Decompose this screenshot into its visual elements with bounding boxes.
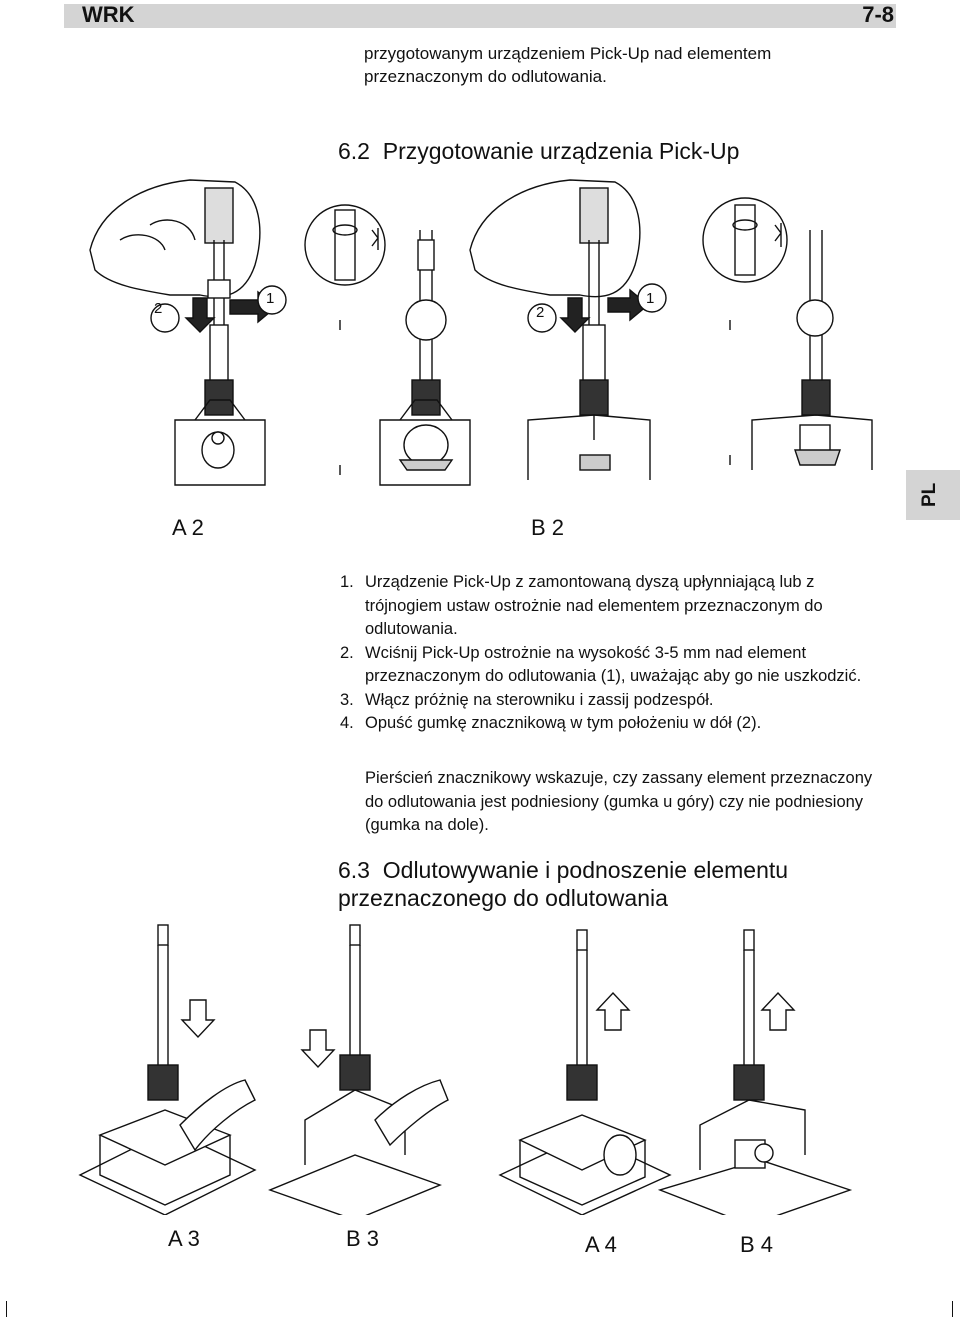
step-item: 4.Opuść gumkę znacznikową w tym położeni… (340, 714, 762, 732)
section-title: Przygotowanie urządzenia Pick-Up (382, 138, 740, 164)
figure-label-a2: A 2 (172, 515, 204, 540)
figure-label-b4: B 4 (740, 1232, 774, 1257)
page-number: 7-8 (862, 2, 894, 27)
marker-ring-note: Pierścień znacznikowy wskazuje, czy zass… (365, 769, 873, 834)
figure-a2-hand-pressing-tool (89, 179, 287, 486)
section-number: 6.3 (338, 857, 370, 883)
figure-label-b2: B 2 (531, 515, 565, 540)
pickup-preparation-illustration (89, 179, 873, 486)
section-number: 6.2 (338, 138, 370, 164)
desoldering-illustration (78, 924, 853, 1215)
marker-2-a: 2 (154, 300, 163, 317)
step-item: 2.Wciśnij Pick-Up ostrożnie na wysokość … (340, 643, 862, 686)
figure-a3 (78, 924, 257, 1215)
marker-1-b: 1 (646, 290, 655, 307)
header-bar (64, 4, 896, 28)
intro-text: przygotowanym urządzeniem Pick-Up nad el… (364, 44, 772, 86)
figure-label-b3: B 3 (346, 1226, 380, 1251)
section-title: Odlutowywanie i podnoszenie elementu prz… (338, 857, 789, 911)
marker-1-a: 1 (266, 290, 275, 307)
figure-b3 (268, 924, 449, 1215)
section-6-3-heading: 6.3 Odlutowywanie i podnoszenie elementu… (338, 856, 898, 912)
figure-a2-detail (304, 204, 471, 486)
figure-b2-hand-pressing-tripod (469, 179, 667, 480)
marker-2-b: 2 (536, 304, 545, 321)
figure-b4 (657, 929, 853, 1215)
preparation-steps: 1.Urządzenie Pick-Up z zamontowaną dyszą… (340, 571, 880, 736)
figure-b2-detail (702, 197, 873, 470)
crop-mark-right (952, 1301, 953, 1317)
step-item: 1.Urządzenie Pick-Up z zamontowaną dyszą… (340, 573, 823, 638)
crop-mark-left (6, 1301, 7, 1317)
figure-a4 (498, 929, 672, 1215)
step-item: 3.Włącz próżnię na sterowniku i zassij p… (340, 690, 714, 709)
language-code: PL (919, 482, 940, 507)
header-title: WRK (82, 2, 135, 27)
figure-label-a4: A 4 (585, 1232, 617, 1257)
language-tab: PL (906, 470, 960, 520)
figure-label-a3: A 3 (168, 1226, 200, 1251)
section-6-2-heading: 6.2 Przygotowanie urządzenia Pick-Up (338, 138, 739, 165)
